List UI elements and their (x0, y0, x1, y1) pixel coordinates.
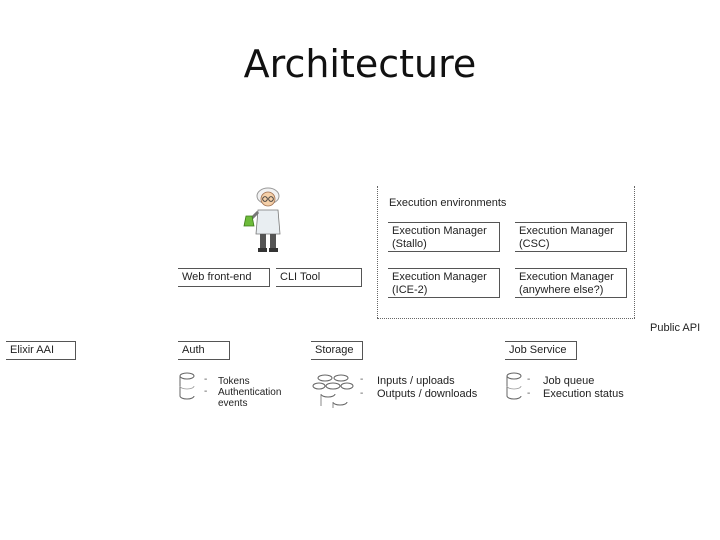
elixir-aai-box: Elixir AAI (6, 341, 76, 360)
database-icon (505, 372, 523, 400)
cli-tool-box: CLI Tool (276, 268, 362, 287)
job-dash-2: - (527, 388, 530, 399)
scientist-icon (244, 186, 292, 254)
storage-dash-1: - (360, 374, 363, 385)
exec-env-divider-left (377, 186, 378, 318)
job-data-status: Execution status (543, 388, 624, 401)
database-cluster-icon (313, 372, 353, 410)
public-api-label: Public API (650, 322, 700, 335)
auth-dash-2: - (204, 386, 207, 397)
storage-data-outputs: Outputs / downloads (377, 388, 477, 401)
database-icon (178, 372, 196, 400)
exec-env-divider-right (634, 186, 635, 318)
exec-manager-ice2: Execution Manager (ICE-2) (388, 268, 500, 298)
auth-data-tokens: Tokens (218, 376, 250, 387)
storage-dash-2: - (360, 388, 363, 399)
job-dash-1: - (527, 374, 530, 385)
auth-box: Auth (178, 341, 230, 360)
web-frontend-box: Web front-end (178, 268, 270, 287)
exec-manager-stallo: Execution Manager (Stallo) (388, 222, 500, 252)
exec-env-divider-bottom (377, 318, 635, 319)
job-service-box: Job Service (505, 341, 577, 360)
exec-manager-anywhere: Execution Manager (anywhere else?) (515, 268, 627, 298)
auth-data-events: Authentication events (218, 387, 281, 409)
exec-manager-csc: Execution Manager (CSC) (515, 222, 627, 252)
storage-box: Storage (311, 341, 363, 360)
auth-dash-1: - (204, 374, 207, 385)
job-data-queue: Job queue (543, 375, 594, 388)
storage-data-inputs: Inputs / uploads (377, 375, 455, 388)
exec-env-title: Execution environments (389, 197, 506, 210)
